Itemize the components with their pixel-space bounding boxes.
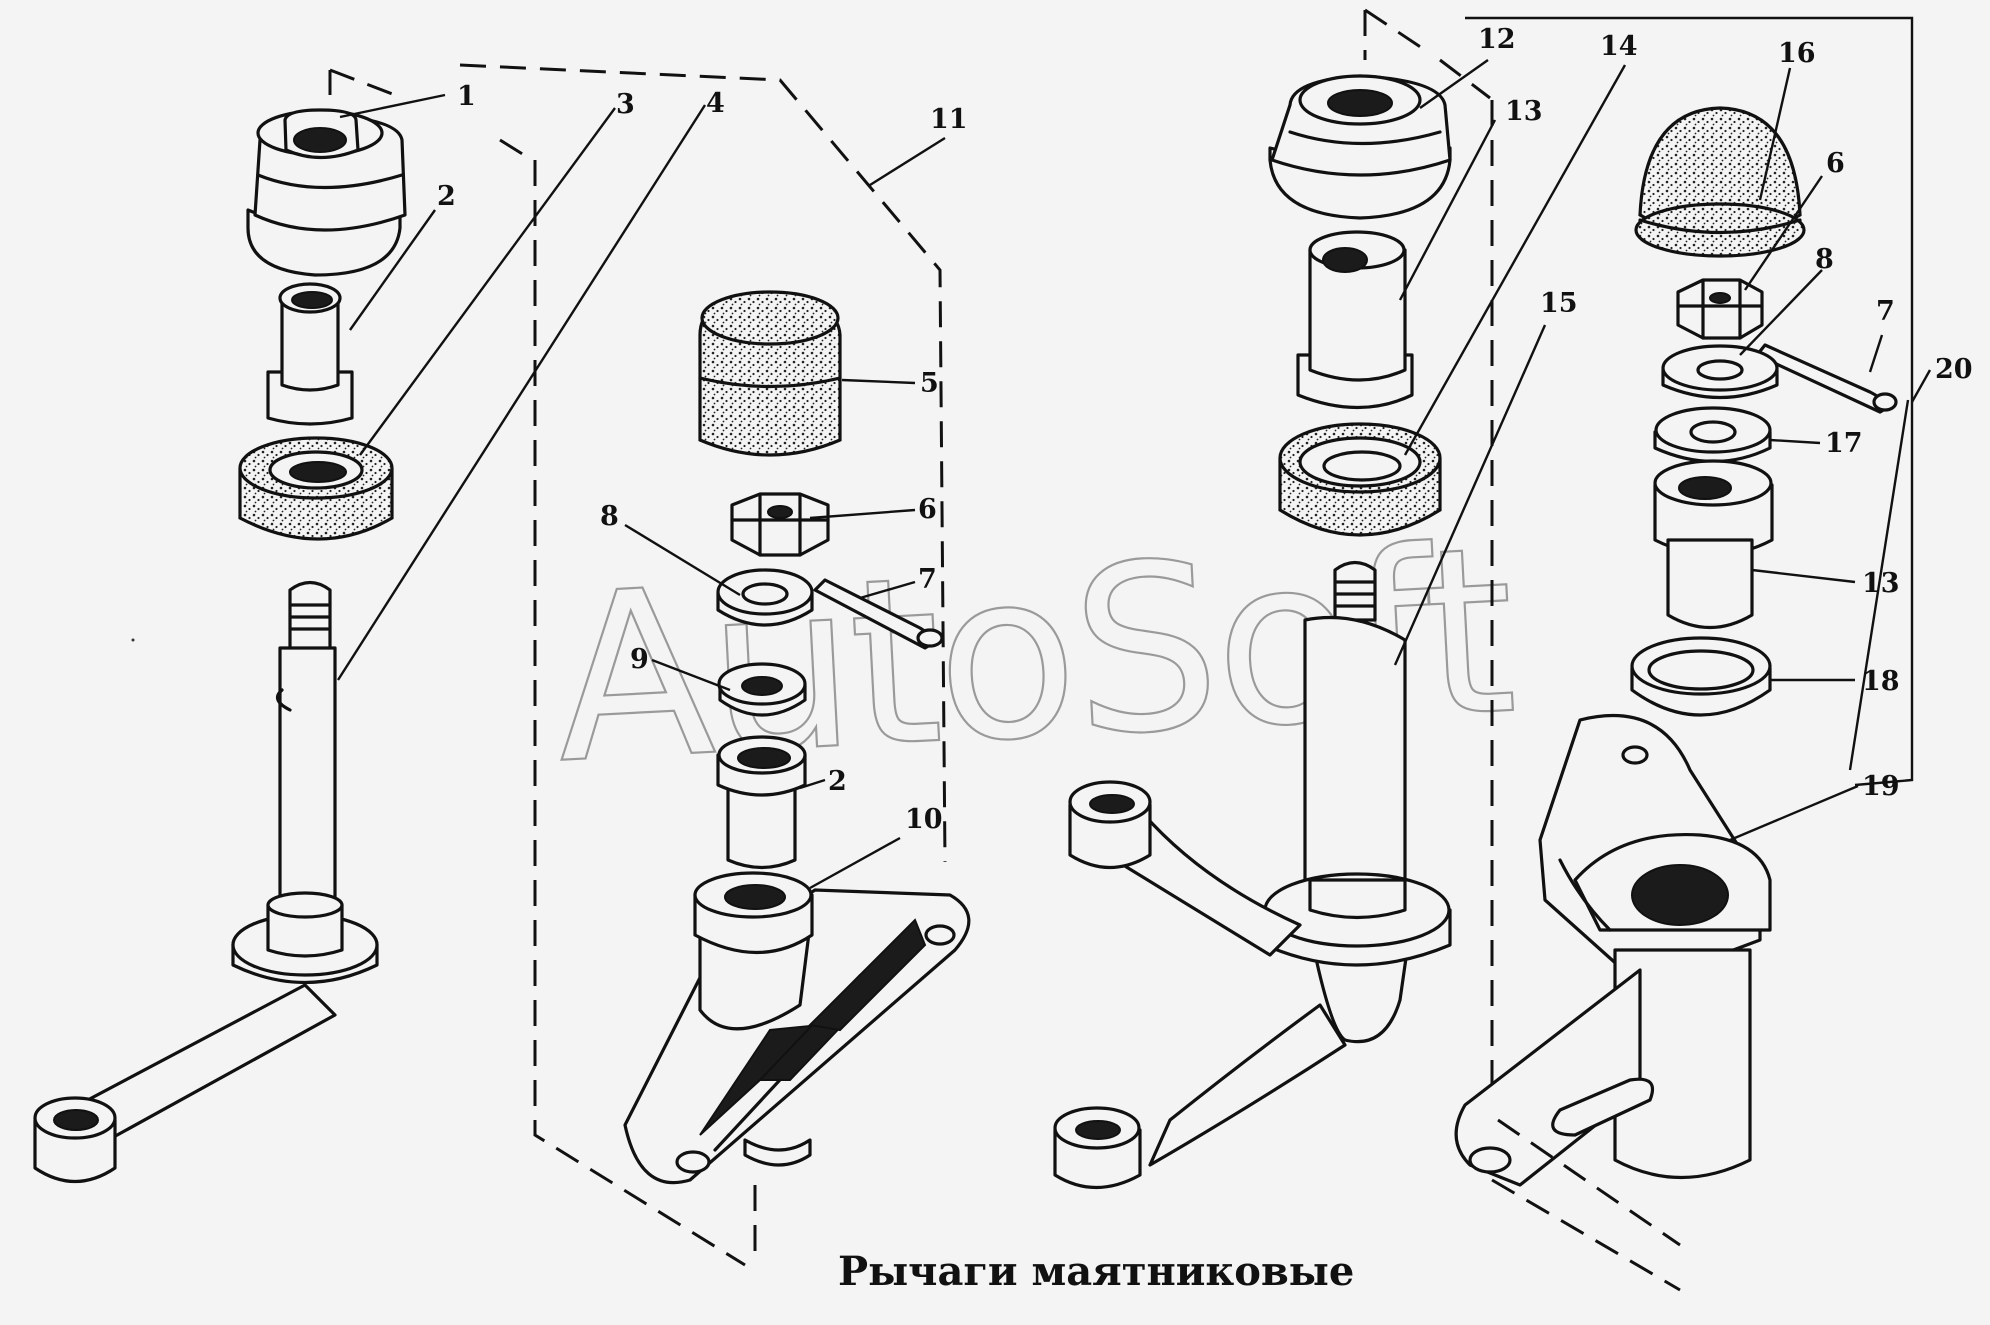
part-8-washer-right [1661, 344, 1779, 399]
part-4-arm-axle [33, 580, 379, 1184]
right-bracket-assembly: 16 6 8 7 17 13 18 19 20 [1454, 16, 1973, 1247]
part-6-castle-nut-right [1676, 278, 1764, 340]
part-13-bushing [1296, 230, 1414, 410]
callout-12: 12 [1478, 24, 1516, 55]
part-2-bushing-center [716, 735, 807, 870]
callout-7: 7 [918, 564, 937, 595]
callout-3: 3 [616, 89, 635, 120]
callout-6-right: 6 [1826, 148, 1845, 179]
callout-14: 14 [1600, 31, 1638, 62]
callout-16: 16 [1778, 38, 1816, 69]
part-1-cap [246, 108, 407, 277]
part-14-seal-ring [1278, 422, 1442, 537]
callout-17: 17 [1825, 428, 1863, 459]
center-bracket-assembly: 5 6 7 8 9 2 10 11 [459, 63, 971, 1267]
callout-2: 2 [437, 181, 456, 212]
callout-9: 9 [630, 644, 649, 675]
part-2-bushing [266, 282, 354, 426]
part-8-washer [716, 568, 814, 627]
right-pendulum-arm-assembly: 12 13 14 15 [1053, 8, 1681, 1292]
callout-1: 1 [457, 81, 476, 112]
callout-2-center: 2 [828, 766, 847, 797]
callout-10: 10 [905, 804, 943, 835]
diagram-title: Рычаги маятниковые [838, 1248, 1354, 1295]
callout-19: 19 [1862, 771, 1900, 802]
part-6-castle-nut [730, 492, 830, 557]
part-5-dust-cap [698, 290, 842, 457]
part-9-spacer [717, 662, 807, 717]
callout-7-right: 7 [1876, 296, 1895, 327]
part-16-dust-cap [1634, 106, 1806, 258]
part-19-bracket [1454, 713, 1772, 1187]
callout-11: 11 [930, 104, 968, 135]
stray-dot [131, 638, 135, 642]
callout-4: 4 [706, 88, 725, 119]
callout-18: 18 [1862, 666, 1900, 697]
part-18-seal [1630, 636, 1772, 717]
callout-6: 6 [918, 494, 937, 525]
callout-13-right: 13 [1862, 568, 1900, 599]
part-17-washer [1653, 406, 1772, 464]
part-13-bushing-right [1653, 459, 1774, 630]
callout-5: 5 [920, 368, 939, 399]
callout-20: 20 [1935, 354, 1973, 385]
part-3-seal-ring [238, 436, 394, 541]
callout-8-right: 8 [1815, 244, 1834, 275]
part-15-arm-axle [1053, 560, 1452, 1190]
callout-15: 15 [1540, 288, 1578, 319]
part-10-bracket [623, 871, 971, 1185]
part-7-cotter-pin-right [1755, 343, 1898, 414]
left-pendulum-arm-assembly: 1 2 3 4 [33, 68, 725, 1184]
callout-8: 8 [600, 501, 619, 532]
part-12-cap [1268, 74, 1452, 220]
callout-13: 13 [1505, 96, 1543, 127]
part-7-cotter-pin [813, 578, 944, 650]
